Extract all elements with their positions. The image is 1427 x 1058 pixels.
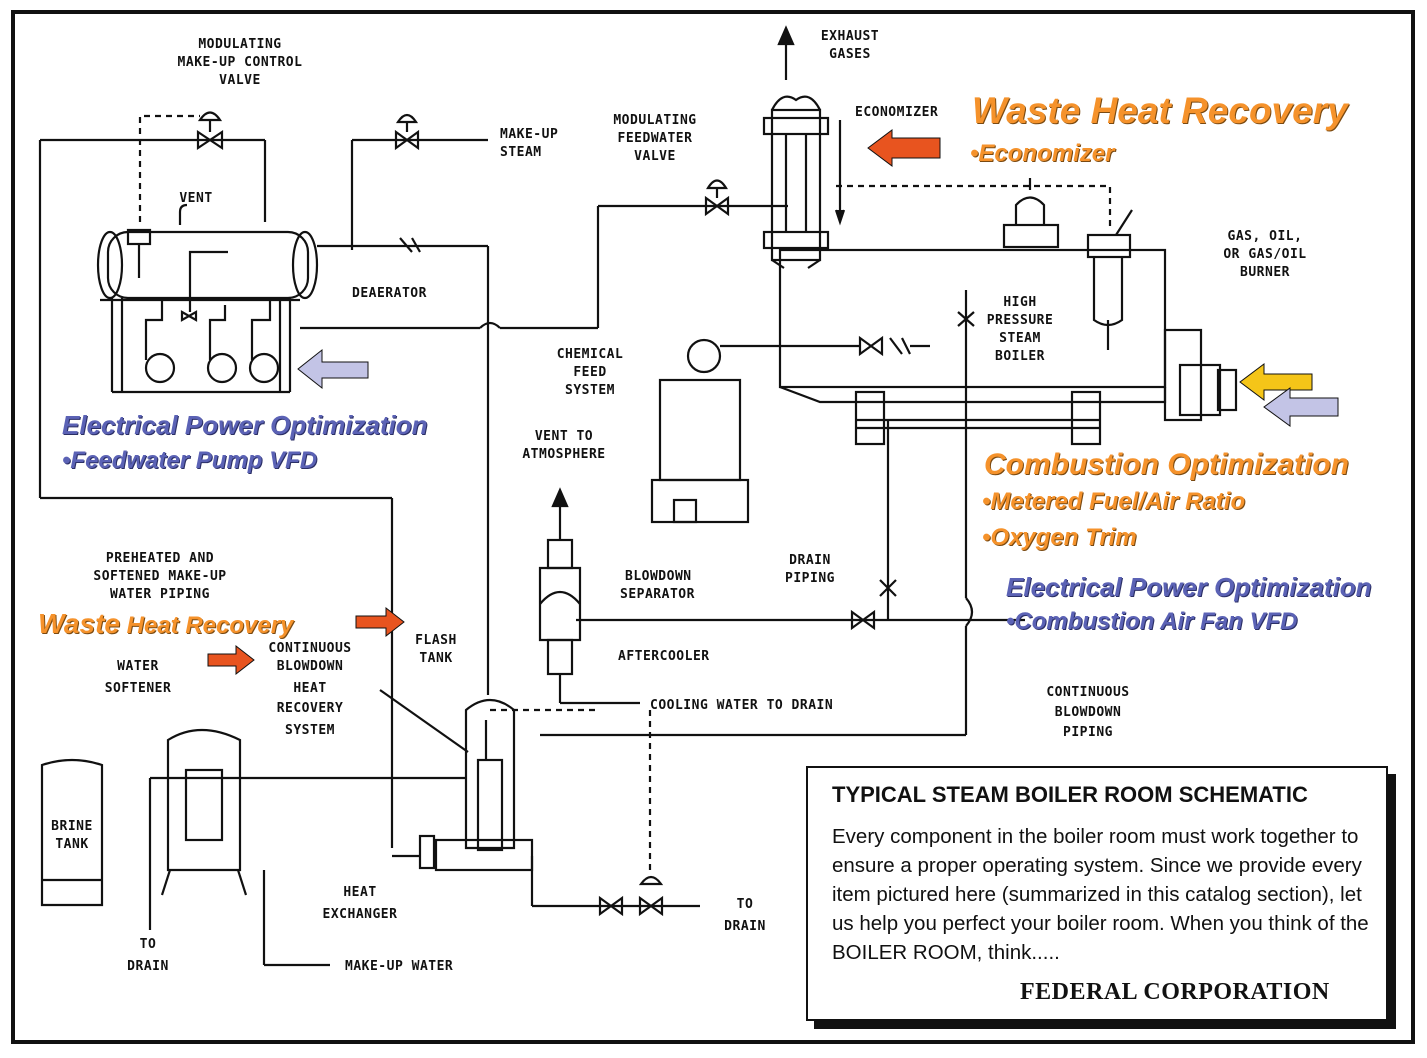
svg-text:BLOWDOWN: BLOWDOWN — [277, 659, 344, 674]
waste-heat-small-a: Waste — [38, 608, 120, 639]
label-to-drain-left: TO — [140, 937, 157, 952]
label-continuous-blowdown-piping: CONTINUOUS — [1046, 685, 1129, 700]
modulating-makeup-valve — [138, 111, 224, 222]
svg-text:BURNER: BURNER — [1240, 265, 1290, 280]
label-cooling-water: COOLING WATER TO DRAIN — [650, 698, 833, 713]
note-body: Every component in the boiler room must … — [832, 825, 1369, 964]
svg-text:VALVE: VALVE — [634, 149, 676, 164]
svg-text:SEPARATOR: SEPARATOR — [620, 587, 695, 602]
deaerator-tank — [96, 203, 319, 394]
label-water-softener: WATER — [117, 659, 159, 674]
svg-text:ATMOSPHERE: ATMOSPHERE — [522, 447, 605, 462]
combustion-title: Combustion Optimization — [984, 448, 1349, 481]
elec-left-title: Electrical Power Optimization — [62, 410, 428, 440]
label-modulating-feedwater: MODULATING — [613, 113, 696, 128]
flash-tank-orange-arrow — [355, 606, 405, 638]
svg-text:BOILER: BOILER — [995, 349, 1045, 364]
svg-text:TANK: TANK — [55, 837, 88, 852]
elec-left-item: •Feedwater Pump VFD — [62, 447, 318, 474]
svg-text:PIPING: PIPING — [1063, 725, 1113, 740]
svg-text:FEED: FEED — [573, 365, 606, 380]
brine-tank — [40, 758, 104, 907]
svg-text:PIPING: PIPING — [785, 571, 835, 586]
svg-text:OR GAS/OIL: OR GAS/OIL — [1223, 247, 1306, 262]
label-vent-atmosphere: VENT TO — [535, 429, 593, 444]
flash-tank — [464, 698, 652, 870]
svg-text:STEAM: STEAM — [999, 331, 1041, 346]
label-continuous-blowdown-hrs: CONTINUOUS — [268, 641, 351, 656]
label-to-drain-right: TO — [737, 897, 754, 912]
svg-text:VALVE: VALVE — [219, 73, 261, 88]
label-vent: VENT — [179, 191, 212, 206]
svg-text:GASES: GASES — [829, 47, 871, 62]
waste-heat-title: Waste Heat Recovery — [972, 90, 1348, 131]
label-heat-exchanger: HEAT — [343, 885, 376, 900]
svg-text:BLOWDOWN: BLOWDOWN — [1055, 705, 1122, 720]
label-flash-tank: FLASH — [415, 633, 457, 648]
svg-text:SOFTENED MAKE-UP: SOFTENED MAKE-UP — [93, 569, 226, 584]
elec-right-item: •Combustion Air Fan VFD — [1006, 608, 1298, 635]
svg-text:RECOVERY: RECOVERY — [277, 701, 344, 716]
label-makeup-steam: MAKE-UP — [500, 127, 558, 142]
label-brine-tank: BRINE — [51, 819, 93, 834]
label-aftercooler: AFTERCOOLER — [618, 649, 710, 664]
label-drain-piping: DRAIN — [789, 553, 831, 568]
blowdown-orange-arrow — [207, 644, 255, 676]
label-blowdown-separator: BLOWDOWN — [625, 569, 692, 584]
heat-exchanger — [392, 834, 700, 917]
federal-corporation-logo: FEDERAL CORPORATION — [1020, 979, 1330, 1005]
label-makeup-water: MAKE-UP WATER — [345, 959, 453, 974]
diagram-labels: MODULATING MAKE-UP CONTROL VALVE VENT MA… — [51, 29, 1306, 974]
waste-heat-small-b: Heat Recovery — [119, 612, 294, 639]
burner-yellow-arrow — [1239, 363, 1313, 401]
svg-text:DRAIN: DRAIN — [724, 919, 766, 934]
svg-text:HEAT: HEAT — [293, 681, 326, 696]
svg-text:TANK: TANK — [419, 651, 452, 666]
blowdown-separator — [538, 487, 640, 705]
combustion-item2: •Oxygen Trim — [982, 524, 1137, 551]
feedwater-pump-arrow — [297, 348, 369, 390]
svg-text:DRAIN: DRAIN — [127, 959, 169, 974]
waste-heat-small: Waste Heat Recovery — [38, 608, 293, 640]
outer-frame — [11, 10, 1415, 1044]
svg-text:SOFTENER: SOFTENER — [105, 681, 172, 696]
label-preheated: PREHEATED AND — [106, 551, 214, 566]
svg-text:FEEDWATER: FEEDWATER — [618, 131, 693, 146]
label-boiler: HIGH — [1003, 295, 1036, 310]
burner-lavender-arrow — [1263, 387, 1339, 427]
label-burner: GAS, OIL, — [1228, 229, 1303, 244]
waste-heat-item: •Economizer — [970, 140, 1115, 167]
elec-right-title: Electrical Power Optimization — [1006, 572, 1372, 602]
label-modulating-makeup: MODULATING — [198, 37, 281, 52]
note-title: TYPICAL STEAM BOILER ROOM SCHEMATIC — [832, 782, 1308, 807]
chemical-feed-tank — [650, 335, 930, 524]
label-chemical-feed: CHEMICAL — [557, 347, 624, 362]
highlight-arrows — [207, 129, 1339, 676]
svg-text:MAKE-UP CONTROL: MAKE-UP CONTROL — [178, 55, 303, 70]
svg-text:SYSTEM: SYSTEM — [285, 723, 335, 738]
svg-text:SYSTEM: SYSTEM — [565, 383, 615, 398]
label-economizer: ECONOMIZER — [855, 105, 938, 120]
svg-text:STEAM: STEAM — [500, 145, 542, 160]
combustion-item1: •Metered Fuel/Air Ratio — [982, 488, 1246, 515]
economizer-unit — [762, 95, 830, 269]
schematic-note-box: TYPICAL STEAM BOILER ROOM SCHEMATIC Ever… — [806, 766, 1388, 1021]
water-softener-tank — [148, 729, 466, 967]
svg-text:WATER PIPING: WATER PIPING — [110, 587, 210, 602]
svg-text:EXCHANGER: EXCHANGER — [323, 907, 398, 922]
economizer-orange-arrow — [867, 129, 941, 167]
label-exhaust: EXHAUST — [821, 29, 879, 44]
svg-text:PRESSURE: PRESSURE — [987, 313, 1054, 328]
boiler-shell — [778, 178, 1238, 446]
label-deaerator: DEAERATOR — [352, 286, 427, 301]
